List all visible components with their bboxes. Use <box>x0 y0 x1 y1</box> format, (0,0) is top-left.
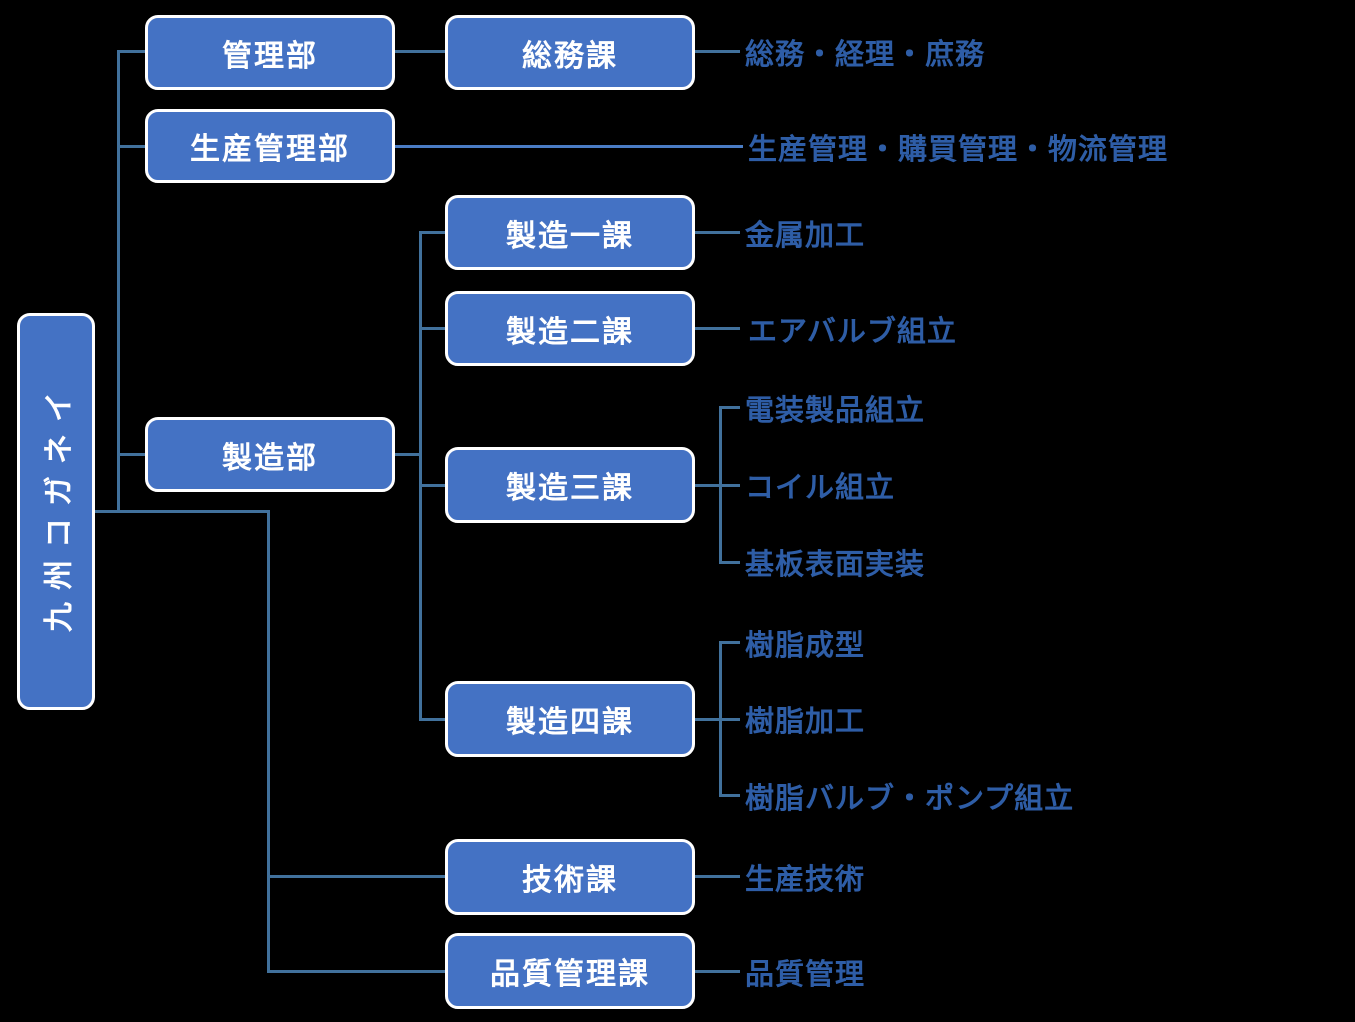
label-sec3-function-electrical: 電装製品組立 <box>745 395 926 427</box>
node-manufacturing-sec-1: 製造一課 <box>445 195 695 270</box>
node-quality-control-sec: 品質管理課 <box>445 933 695 1009</box>
connector-stub-engineering-sec <box>267 875 445 878</box>
label-engineering-function: 生産技術 <box>745 864 866 896</box>
label-sec3-function-coil: コイル組立 <box>745 472 896 504</box>
connector-stub-quality-control-sec <box>267 970 445 973</box>
connector-sec4-func2 <box>719 718 740 721</box>
node-engineering-sec: 技術課 <box>445 839 695 915</box>
node-label: 製造三課 <box>506 472 634 505</box>
connector-engineering-functions <box>695 875 740 878</box>
connector-stub-manufacturing-dept <box>117 453 145 456</box>
company-name: 九州コガネイ <box>43 379 76 632</box>
connector-general-affairs-functions <box>695 50 740 53</box>
node-production-control-dept: 生産管理部 <box>145 109 395 183</box>
connector-tick-sec4 <box>419 718 445 721</box>
connector-sec1-functions <box>695 231 740 234</box>
label-sec4-function-resin-valve-pump: 樹脂バルブ・ポンプ組立 <box>745 783 1075 815</box>
connector-stub-production-control-dept <box>117 145 145 148</box>
connector-sec3-func2 <box>719 484 740 487</box>
connector-quality-functions <box>695 970 740 973</box>
connector-sec3-stub <box>695 484 722 487</box>
node-manufacturing-dept: 製造部 <box>145 417 395 492</box>
label-sec4-function-resin-processing: 樹脂加工 <box>745 706 866 738</box>
connector-admin-to-general-affairs <box>395 50 445 53</box>
node-label: 生産管理部 <box>190 133 350 166</box>
node-label: 品質管理課 <box>490 958 650 991</box>
connector-sec4-func3 <box>719 794 740 797</box>
label-sec1-function-metalworking: 金属加工 <box>745 220 866 252</box>
label-sec3-function-pcb: 基板表面実装 <box>745 549 926 581</box>
node-label: 管理部 <box>222 39 318 73</box>
node-label: 技術課 <box>522 864 618 897</box>
connector-stub-admin-dept <box>117 50 145 53</box>
node-manufacturing-sec-3: 製造三課 <box>445 447 695 523</box>
connector-manufacturing-trunk <box>419 231 422 721</box>
node-company: 九州コガネイ <box>17 313 95 710</box>
connector-sec4-func1 <box>719 641 740 644</box>
connector-trunk-lower <box>267 510 270 973</box>
node-admin-dept: 管理部 <box>145 15 395 90</box>
node-general-affairs-sec: 総務課 <box>445 15 695 90</box>
connector-tick-sec2 <box>419 327 445 330</box>
connector-sec3-func1 <box>719 406 740 409</box>
label-sec2-function-air-valve: エアバルブ組立 <box>748 316 957 348</box>
label-general-affairs-functions: 総務・経理・庶務 <box>745 39 986 71</box>
node-label: 製造部 <box>222 441 318 475</box>
node-label: 製造四課 <box>506 706 634 739</box>
node-manufacturing-sec-2: 製造二課 <box>445 291 695 366</box>
connector-sec2-functions <box>695 327 740 330</box>
node-label: 製造二課 <box>506 315 634 349</box>
label-sec4-function-resin-molding: 樹脂成型 <box>745 630 866 662</box>
connector-root-horizontal <box>95 510 270 513</box>
node-label: 総務課 <box>522 39 618 73</box>
connector-tick-sec1 <box>419 231 445 234</box>
label-quality-function: 品質管理 <box>745 959 866 991</box>
connector-sec3-func3 <box>719 561 740 564</box>
connector-trunk-upper <box>117 50 120 513</box>
connector-production-control-functions <box>395 145 743 148</box>
connector-manufacturing-stub <box>395 453 422 456</box>
node-manufacturing-sec-4: 製造四課 <box>445 681 695 757</box>
connector-sec4-stub <box>695 718 722 721</box>
label-production-control-functions: 生産管理・購買管理・物流管理 <box>748 134 1169 166</box>
node-label: 製造一課 <box>506 219 634 253</box>
connector-tick-sec3 <box>419 484 445 487</box>
